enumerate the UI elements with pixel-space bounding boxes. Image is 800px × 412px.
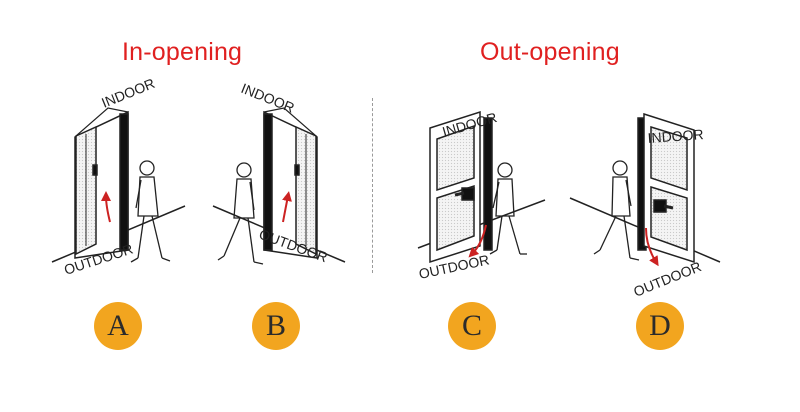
out-opening-heading: Out-opening bbox=[480, 38, 620, 66]
option-c-badge: C bbox=[448, 302, 496, 350]
panel-d-outdoor-label: OUTDOOR bbox=[631, 258, 703, 300]
in-opening-heading: In-opening bbox=[122, 38, 243, 66]
panel-a-jamb bbox=[119, 113, 129, 251]
panel-b-handle bbox=[294, 164, 300, 176]
panel-c-jamb bbox=[483, 117, 493, 251]
panel-c-person bbox=[489, 162, 527, 255]
panel-d-swing-arrow bbox=[645, 227, 659, 267]
panel-c-outdoor-label: OUTDOOR bbox=[417, 251, 490, 282]
panel-a-indoor-label: INDOOR bbox=[99, 75, 157, 111]
option-b-badge: B bbox=[252, 302, 300, 350]
panel-c-swing-arrow bbox=[468, 224, 487, 258]
panel-a-swing-arrow bbox=[101, 191, 112, 223]
panel-d-indoor-label: INDOOR bbox=[647, 126, 704, 146]
panel-d-person bbox=[593, 160, 640, 261]
panel-b-swing-arrow bbox=[282, 191, 292, 223]
panel-b-scene bbox=[212, 107, 346, 265]
panel-a-person bbox=[130, 160, 171, 263]
option-a-badge: A bbox=[94, 302, 142, 350]
panel-b-jamb bbox=[263, 113, 273, 251]
option-d-badge: D bbox=[636, 302, 684, 350]
panel-b-person bbox=[217, 162, 264, 265]
panel-a-handle bbox=[92, 164, 98, 176]
panel-b-indoor-label: INDOOR bbox=[239, 80, 297, 116]
panel-c-scene bbox=[417, 110, 546, 264]
panel-d-scene bbox=[569, 112, 721, 267]
section-divider bbox=[372, 98, 373, 273]
panel-a-scene bbox=[51, 107, 186, 263]
